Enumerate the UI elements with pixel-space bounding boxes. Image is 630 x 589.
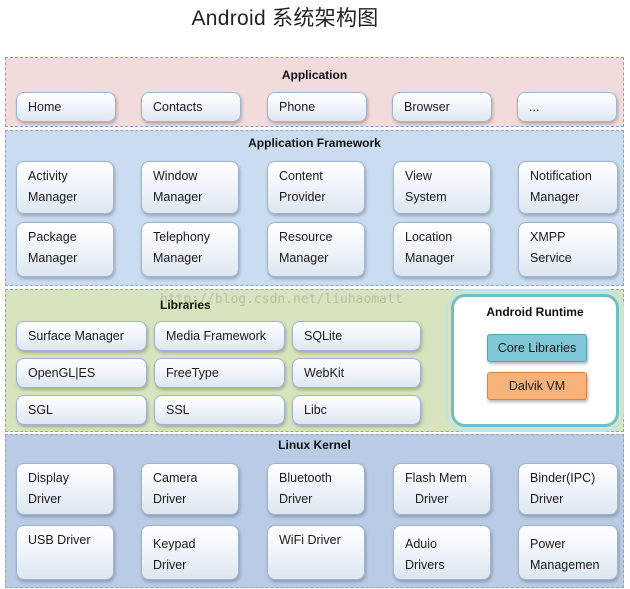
lib-webkit: WebKit bbox=[292, 358, 421, 388]
framework-layer-title: Application Framework bbox=[248, 136, 381, 150]
android-runtime-panel: Android Runtime Core Libraries Dalvik VM bbox=[446, 289, 624, 432]
dalvik-vm: Dalvik VM bbox=[487, 372, 587, 400]
lib-opengl-es: OpenGL|ES bbox=[16, 358, 147, 388]
android-runtime-title: Android Runtime bbox=[486, 305, 584, 319]
libraries-layer-title: Libraries bbox=[160, 298, 211, 312]
core-libraries: Core Libraries bbox=[487, 334, 587, 362]
lib-sgl: SGL bbox=[16, 395, 147, 425]
kernel-wifi-driver: WiFi Driver bbox=[267, 525, 365, 580]
lib-ssl: SSL bbox=[154, 395, 285, 425]
kernel-binder-ipc-driver: Binder(IPC)Driver bbox=[518, 463, 618, 515]
lib-media-framework: Media Framework bbox=[154, 321, 285, 351]
application-layer-title: Application bbox=[281, 68, 348, 82]
lib-libc: Libc bbox=[292, 395, 421, 425]
kernel-layer-title: Linux Kernel bbox=[278, 438, 351, 452]
app-phone: Phone bbox=[267, 92, 367, 122]
kernel-usb-driver: USB Driver bbox=[16, 525, 114, 580]
app-browser: Browser bbox=[392, 92, 492, 122]
app-home: Home bbox=[16, 92, 116, 122]
lib-freetype: FreeType bbox=[154, 358, 285, 388]
app-more: ... bbox=[517, 92, 617, 122]
lib-surface-manager: Surface Manager bbox=[16, 321, 147, 351]
app-contacts: Contacts bbox=[141, 92, 241, 122]
watermark: http://blog.csdn.net/liuhaomatt bbox=[160, 292, 403, 307]
diagram-title: Android 系统架构图 bbox=[191, 7, 379, 30]
lib-sqlite: SQLite bbox=[292, 321, 421, 351]
